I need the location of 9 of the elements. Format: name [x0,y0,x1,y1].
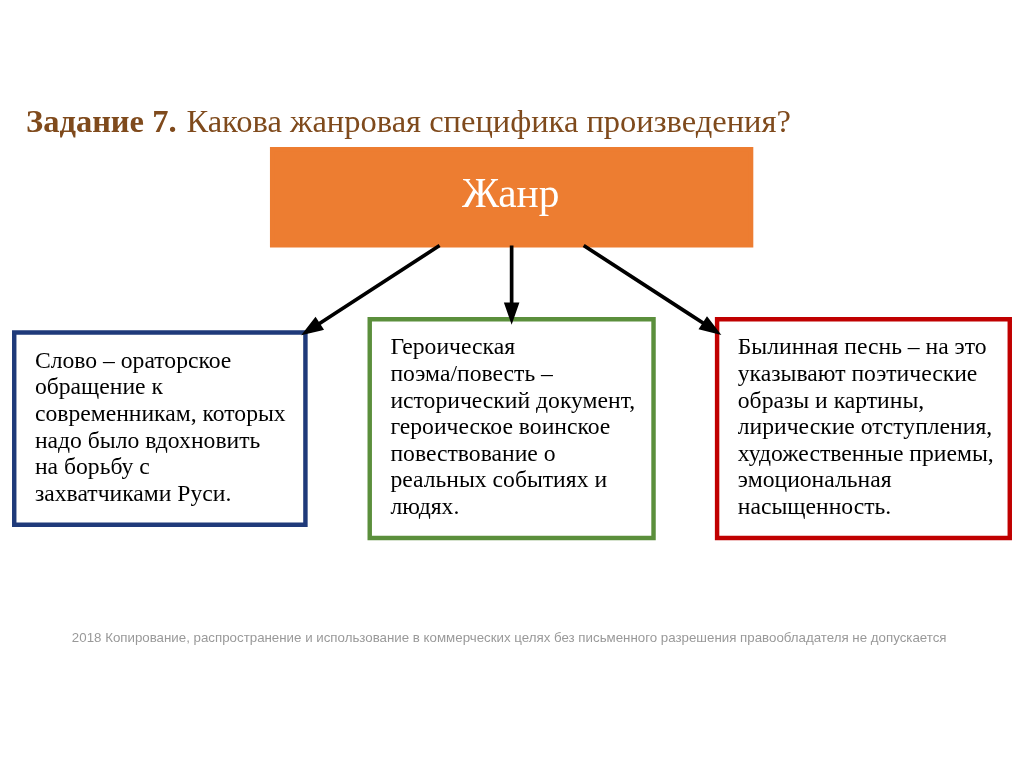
arrow [582,243,722,335]
label: 2018 Копирование, распространение и использование в коммерческих целях без письменного разрешения правообладателя не допускается [71,629,947,645]
arrow [301,243,441,336]
arrow [503,245,520,325]
node-box: Былинная песнь – на это указывают поэтические образы и картины, лирические отступления, художественные приемы, эмоциональная насыщенность. [714,317,1012,541]
node-box: Слово – ораторское обращение к современникам, которых надо было вдохновить на борьбу с захватчиками Руси. [12,330,308,527]
node-box: Героическая поэма/повесть – исторический документ, героическое воинское повествование о реальных событиях и людях. [367,317,656,541]
node-box: Жанр [269,147,754,248]
diagram-title: Задание 7. Какова жанровая специфика произведения? [26,103,791,140]
